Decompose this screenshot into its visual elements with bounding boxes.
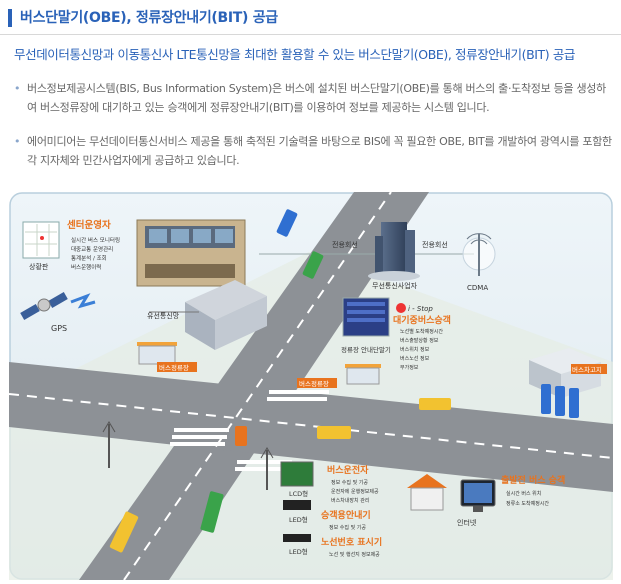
- bit-item: 부가정보: [400, 364, 419, 371]
- lcd-device: [280, 461, 314, 487]
- bus-icon: [235, 426, 247, 446]
- page-title: 버스단말기(OBE), 정류장안내기(BIT) 공급: [8, 9, 278, 27]
- dedicated-line-label: 전용회선: [422, 240, 448, 249]
- led-device: [283, 534, 311, 542]
- obe-item: 운전자에 운행정보제공: [331, 488, 379, 495]
- route-display-title: 노선번호 표시기: [321, 536, 382, 548]
- bus-icon: [302, 251, 324, 279]
- bus-icon: [200, 491, 224, 533]
- wired-network-label: 유선통신망: [147, 311, 180, 320]
- computer-monitor-icon: [460, 479, 496, 512]
- passenger-display-title: 승객용안내기: [321, 509, 371, 521]
- bus-shelter-icon: [137, 342, 177, 365]
- internet-label: 인터넷: [457, 518, 477, 527]
- control-room-image: [136, 219, 246, 287]
- garage-tag: [571, 364, 607, 374]
- bis-system-diagram: GPS 상황판 센터운영자 실시간 버스 모니터링 대중교통 운영관리 통계분석…: [9, 192, 613, 580]
- led-label: LED형: [289, 516, 308, 524]
- departure-item: 실시간 버스 위치: [506, 490, 541, 497]
- situation-map-icon: [22, 221, 60, 259]
- bit-title: 대기중버스승객: [393, 314, 451, 326]
- departure-title: 출발전 버스 승객: [501, 474, 565, 486]
- bus-icon: [419, 398, 451, 410]
- bus-stop-label: 버스정류장: [159, 363, 189, 372]
- center-building-icon: [185, 280, 267, 350]
- center-item: 통계분석 / 조회: [71, 254, 107, 262]
- paragraph-text: 에어미디어는 무선데이터통신서비스 제공을 통해 축적된 기술력을 바탕으로 B…: [27, 135, 612, 167]
- bus-shelter-icon: [345, 364, 381, 385]
- bit-device-label: 정류장 안내단말기: [341, 345, 391, 354]
- bus-icon: [541, 384, 579, 418]
- bus-stop-tag: [157, 362, 197, 372]
- road-network: [9, 192, 613, 580]
- situation-map-label: 상황판: [29, 262, 49, 271]
- bit-item: 노선별 도착예정시간: [400, 328, 443, 335]
- cell-tower-icon: [260, 447, 274, 490]
- obe-item: 정보 수집 및 기공: [331, 479, 368, 486]
- bus-stop-label: 버스정류장: [299, 379, 329, 388]
- bullet-icon: •: [14, 82, 21, 95]
- gps-label: GPS: [51, 324, 67, 333]
- cdma-label: CDMA: [467, 284, 488, 292]
- bit-panel: [342, 297, 390, 337]
- bus-icon: [276, 209, 298, 237]
- paragraph-text: 버스정보제공시스템(BIS, Bus Information System)은 …: [27, 82, 606, 114]
- center-operator-title: 센터운영자: [67, 219, 111, 231]
- bit-item: 버스출발상황 정보: [400, 337, 439, 344]
- route-display-item: 노선 및 행선지 정보제공: [329, 551, 380, 558]
- passenger-display-item: 정보 수집 및 기공: [329, 524, 366, 531]
- bus-stop-tag: [297, 378, 337, 388]
- bus-icon: [109, 511, 139, 553]
- istop-logo-icon: [396, 303, 406, 313]
- section-subtitle: 무선데이터통신망과 이동통신사 LTE통신망을 최대한 활용할 수 있는 버스단…: [14, 47, 576, 62]
- led-label: LED형: [289, 548, 308, 556]
- bus-icon: [317, 426, 351, 439]
- bullet-icon: •: [14, 135, 21, 148]
- bit-item: 버스노선 정보: [400, 355, 430, 362]
- intro-paragraph: • 버스정보제공시스템(BIS, Bus Information System)…: [14, 79, 612, 117]
- carrier-label: 무선통신사업자: [372, 281, 418, 290]
- gps-satellite-icon: [20, 292, 96, 320]
- center-item: 버스운행이력: [71, 263, 101, 271]
- obe-title: 버스운전자: [327, 464, 369, 476]
- cdma-tower-icon: [462, 233, 496, 276]
- center-item: 실시간 버스 모니터링: [71, 236, 120, 244]
- cell-tower-icon: [102, 421, 116, 468]
- garage-label: 버스차고지: [572, 365, 602, 374]
- house-icon: [407, 474, 447, 511]
- led-device: [283, 500, 311, 510]
- dedicated-line-label: 전용회선: [332, 240, 358, 249]
- intro-paragraph: • 에어미디어는 무선데이터통신서비스 제공을 통해 축적된 기술력을 바탕으로…: [14, 132, 612, 170]
- lcd-label: LCD형: [289, 490, 308, 498]
- bit-item: 버스위치 정보: [400, 346, 430, 353]
- carrier-building-icon: [368, 222, 420, 281]
- obe-item: 버스차내장치 관리: [331, 497, 369, 504]
- bit-brand: i - Stop: [408, 305, 433, 313]
- title-divider: [0, 34, 621, 35]
- departure-item: 정류소 도착예정시간: [506, 500, 549, 507]
- center-item: 대중교통 운영관리: [71, 245, 113, 253]
